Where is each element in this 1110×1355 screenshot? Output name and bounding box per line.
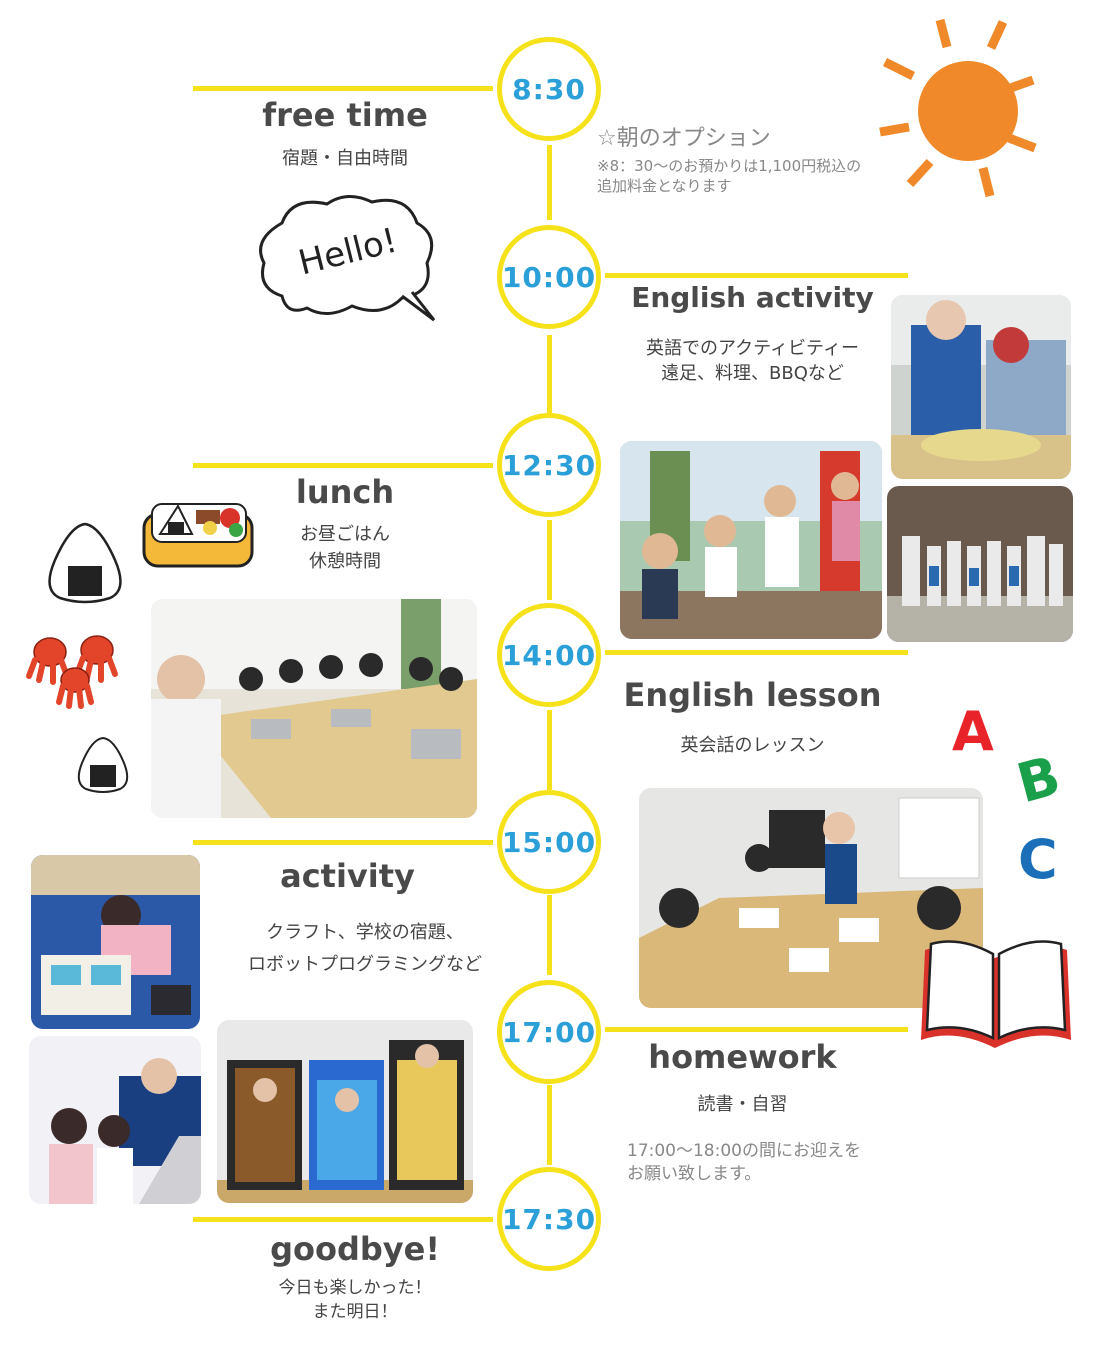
- open-book-icon: [921, 940, 1071, 1048]
- connector-1400: [605, 650, 908, 655]
- english-activity-sub-1: 英語でのアクティビティー: [646, 338, 859, 359]
- time-circle-1000: 10:00: [497, 225, 601, 329]
- letter-a: A: [952, 700, 994, 763]
- photo-outdoor-group: [620, 441, 882, 639]
- octopus-sausage-icon: [26, 635, 118, 709]
- timeline-segment: [547, 520, 552, 600]
- goodbye-sub-2: また明日！: [312, 1302, 398, 1322]
- time-circle-830: 8:30: [497, 37, 601, 141]
- connector-830: [193, 86, 493, 91]
- timeline-segment: [547, 145, 552, 220]
- lunch-title: lunch: [295, 473, 395, 511]
- time-circle-1230: 12:30: [497, 413, 601, 517]
- activity-sub-2: ロボットプログラミングなど: [248, 954, 482, 975]
- english-activity-sub-2: 遠足、料理、BBQなど: [661, 363, 844, 384]
- time-circle-1730: 17:30: [497, 1167, 601, 1271]
- homework-sub: 読書・自習: [697, 1094, 788, 1115]
- connector-1230: [193, 463, 493, 468]
- sun-icon: [879, 18, 1037, 198]
- photo-paintings: [217, 1020, 473, 1203]
- pickup-note-1: 17:00〜18:00の間にお迎えを: [627, 1141, 861, 1161]
- connector-1500: [193, 840, 493, 845]
- free-time-sub: 宿題・自由時間: [282, 148, 408, 169]
- morning-option-title: ☆朝のオプション: [597, 126, 771, 151]
- homework-title: homework: [648, 1038, 837, 1076]
- timeline-segment: [547, 895, 552, 975]
- activity-title: activity: [280, 857, 415, 895]
- letter-c: C: [1018, 828, 1058, 891]
- timeline-segment: [547, 335, 552, 415]
- time-circle-1700: 17:00: [497, 980, 601, 1084]
- connector-1000: [605, 273, 908, 278]
- time-circle-1400: 14:00: [497, 603, 601, 707]
- bento-box-icon: [142, 503, 254, 568]
- timeline-segment: [547, 710, 552, 790]
- timeline-segment: [547, 1085, 552, 1165]
- english-activity-title: English activity: [631, 281, 874, 314]
- activity-sub-1: クラフト、学校の宿題、: [266, 922, 464, 943]
- photo-craft: [31, 855, 200, 1029]
- onigiri-icon: [77, 736, 129, 793]
- photo-cooking: [891, 295, 1071, 479]
- hello-speech-bubble: [259, 195, 436, 322]
- free-time-title: free time: [262, 96, 428, 134]
- connector-1730: [193, 1217, 493, 1222]
- photo-computer: [29, 1036, 201, 1204]
- goodbye-title: goodbye!: [270, 1230, 440, 1268]
- connector-1700: [605, 1027, 908, 1032]
- lunch-sub-2: 休憩時間: [309, 551, 381, 572]
- morning-option-note-2: 追加料金となります: [597, 177, 732, 195]
- pickup-note-2: お願い致します。: [627, 1164, 762, 1184]
- photo-lunch-table: [151, 599, 477, 818]
- time-circle-1500: 15:00: [497, 790, 601, 894]
- photo-kids-group: [887, 486, 1073, 642]
- letter-b: B: [1010, 743, 1067, 816]
- onigiri-icon: [48, 522, 122, 604]
- goodbye-sub-1: 今日も楽しかった！: [278, 1278, 432, 1298]
- english-lesson-title: English lesson: [623, 676, 882, 714]
- english-lesson-sub: 英会話のレッスン: [680, 735, 825, 756]
- morning-option-note-1: ※8：30〜のお預かりは1,100円税込の: [597, 157, 862, 175]
- lunch-sub-1: お昼ごはん: [300, 524, 390, 545]
